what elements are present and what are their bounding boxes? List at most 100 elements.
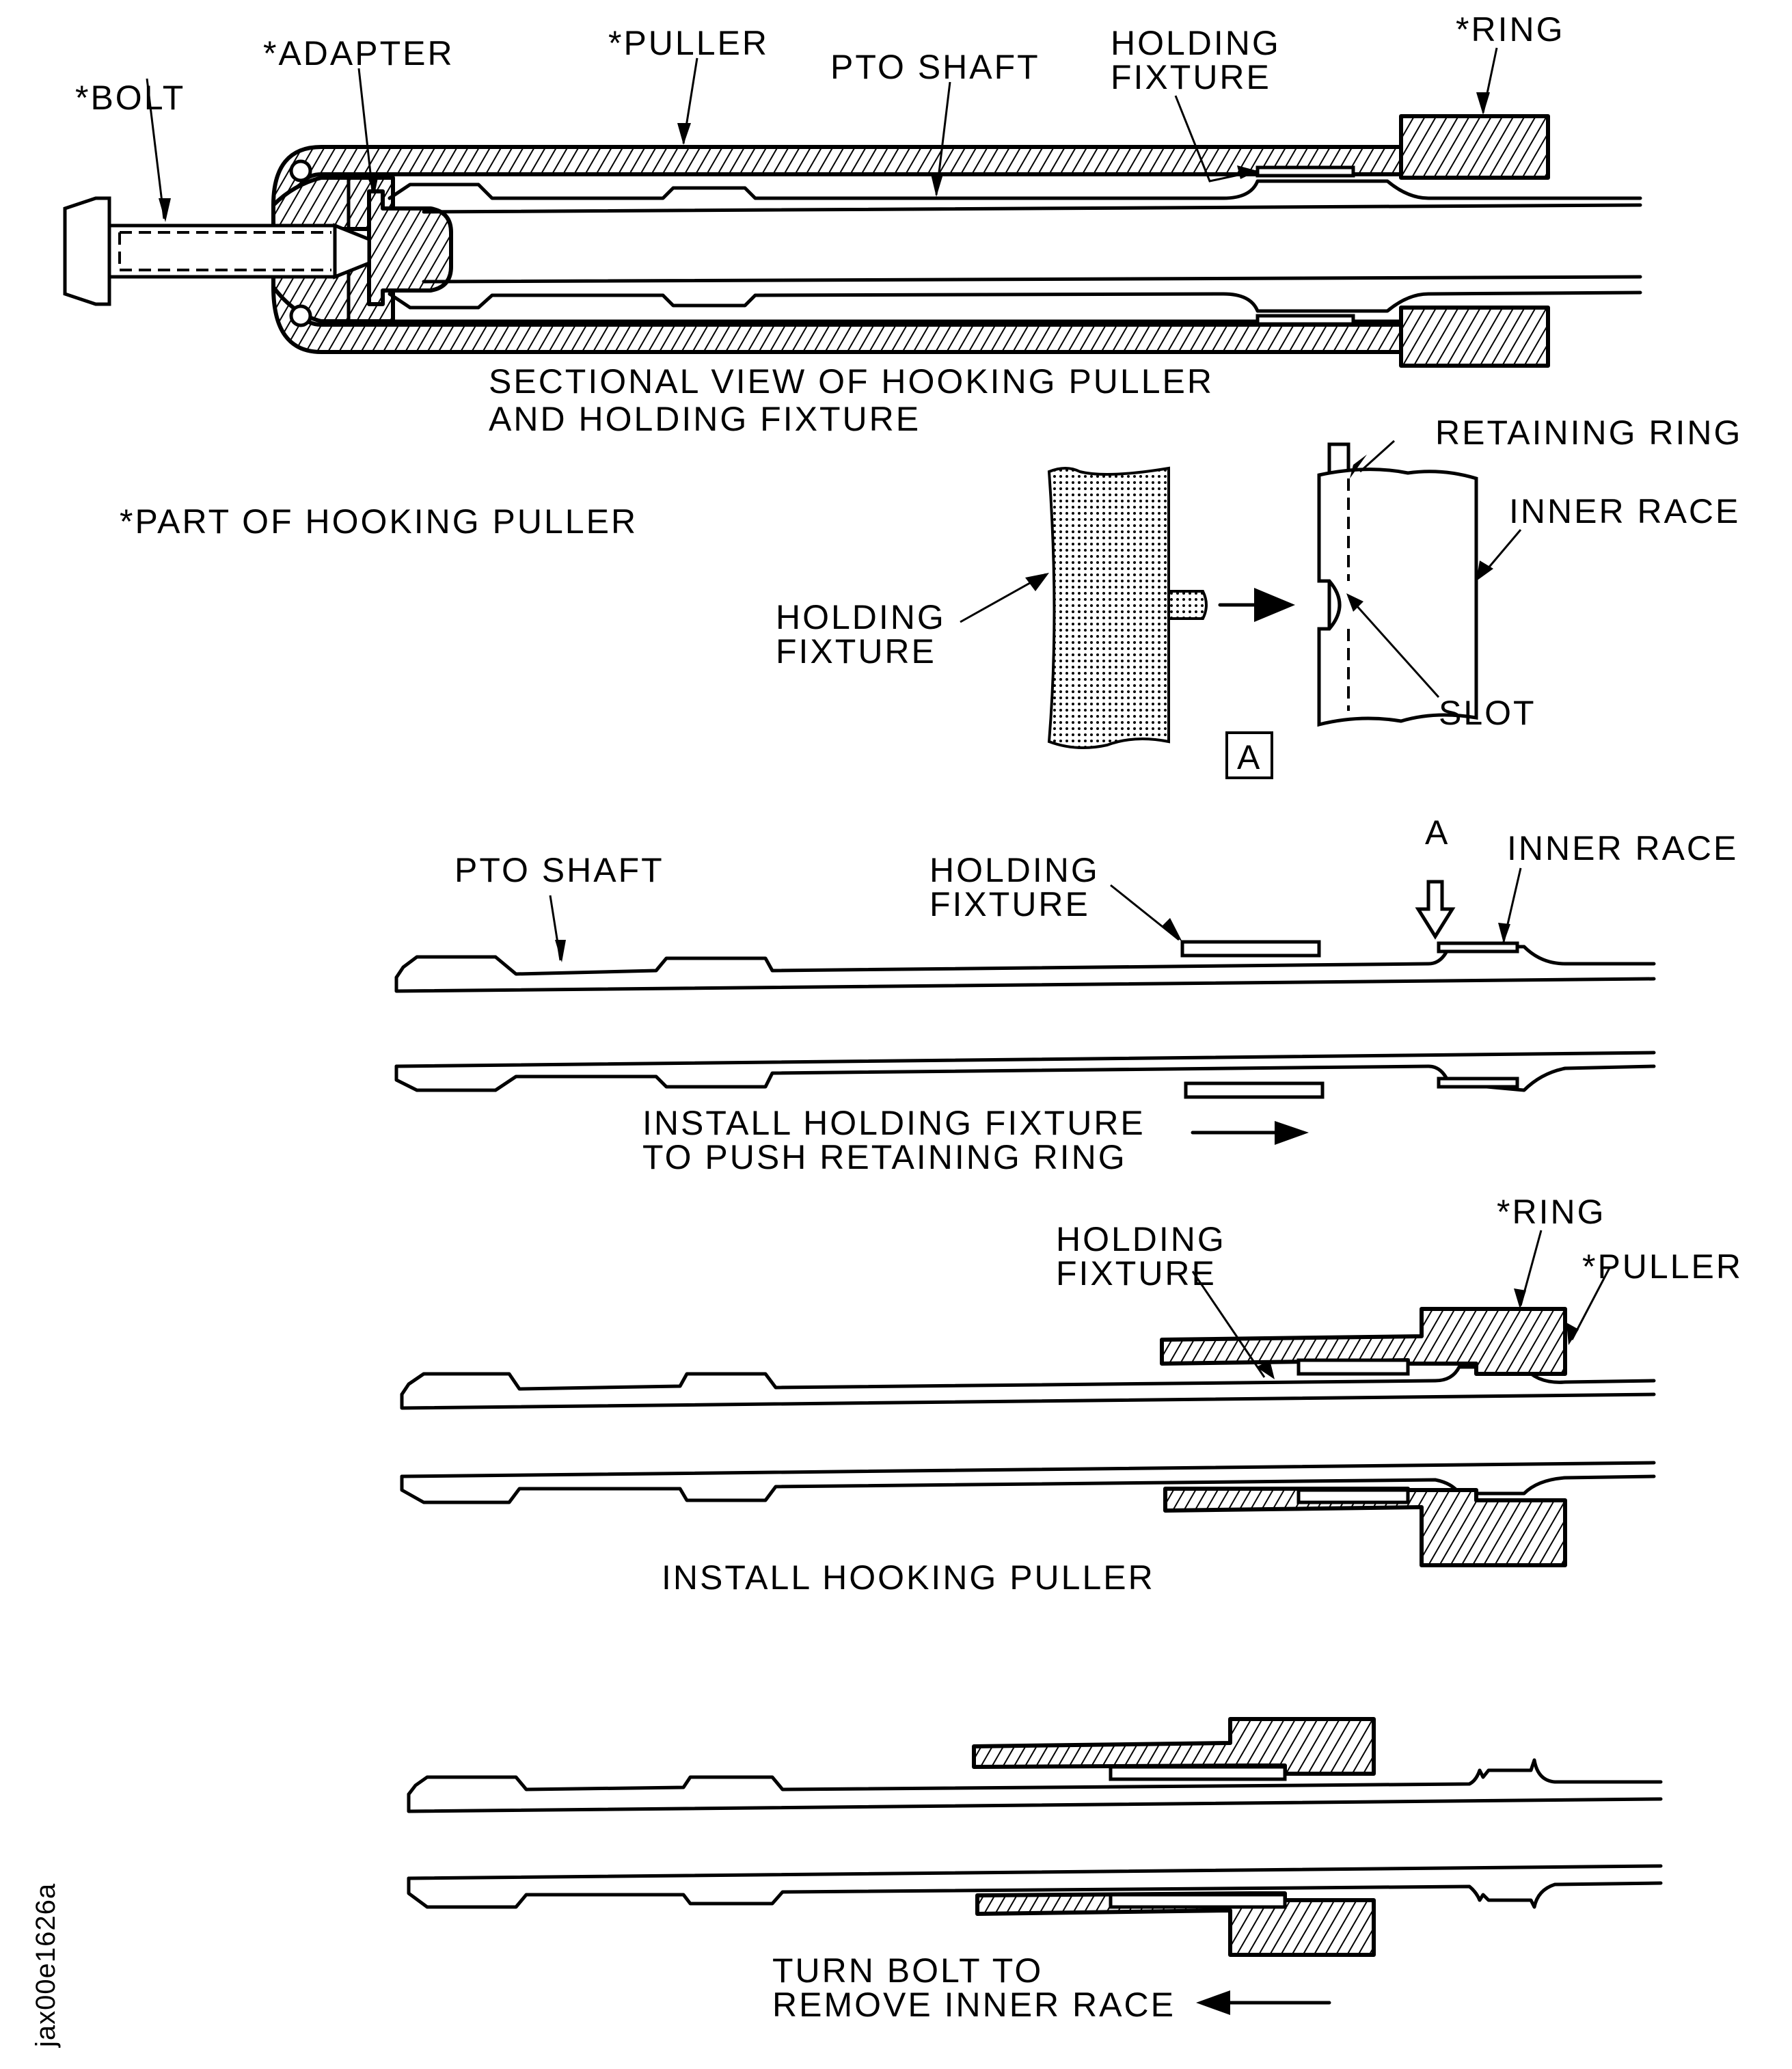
- pin-hole-bottom: [289, 304, 312, 327]
- arrow-ring: [1476, 92, 1490, 115]
- leader-bolt: [146, 78, 165, 219]
- arrow-pto-shaft: [931, 174, 943, 197]
- holding-fixture-section-bottom: [1255, 314, 1355, 326]
- leader-holding-fixture-2: [1191, 1271, 1266, 1378]
- arrow-retaining-ring: [1350, 455, 1367, 478]
- step-remove-inner-race: TURN BOLT TO REMOVE INNER RACE: [407, 1717, 1663, 2024]
- shaft2-top-bore: [400, 1392, 1656, 1410]
- step1-caption-1: INSTALL HOLDING FIXTURE: [642, 1104, 1145, 1142]
- holding-fixture-1-bottom: [1184, 1081, 1325, 1099]
- leader-holding-fixture-1: [1110, 884, 1180, 941]
- arrow-puller-2: [1566, 1323, 1579, 1345]
- leader-retaining-ring: [1359, 440, 1396, 473]
- arrow-pto-shaft-1: [555, 940, 566, 962]
- detail-a: RETAINING RING INNER RACE HOLDING FIXTUR…: [776, 414, 1742, 779]
- ring-bottom: [1399, 306, 1550, 368]
- sectional-view: *BOLT *ADAPTER *PULLER PTO SHAFT HOLDING…: [63, 10, 1642, 438]
- label-holding-fixture-1a: HOLDING: [929, 851, 1100, 889]
- leader-slot: [1348, 597, 1440, 699]
- footnote: *PART OF HOOKING PULLER: [120, 502, 638, 541]
- label-inner-race-detail: INNER RACE: [1509, 492, 1740, 530]
- callout-box-a: [1225, 731, 1273, 779]
- ring-top: [1399, 114, 1550, 180]
- label-adapter: *ADAPTER: [263, 34, 454, 72]
- label-ring-2: *RING: [1497, 1193, 1605, 1231]
- arrow-ring-2: [1514, 1288, 1526, 1309]
- label-holding-fixture-1: HOLDING: [1111, 24, 1281, 62]
- shaft3-bottom-profile: [407, 1876, 1663, 1909]
- label-holding-fixture-2: FIXTURE: [1111, 58, 1271, 96]
- arrow-adapter: [366, 174, 379, 195]
- arrow-inner-race: [1476, 560, 1493, 581]
- inner-race-1-top: [1437, 941, 1519, 954]
- label-pto-shaft-1: PTO SHAFT: [454, 851, 664, 889]
- label-holding-fixture-detail-1: HOLDING: [776, 598, 946, 636]
- label-view-a: A: [1425, 813, 1450, 852]
- shaft3-top-bore: [407, 1792, 1663, 1813]
- arrow-holding-fixture-1: [1162, 918, 1182, 942]
- pto-shaft-bottom-profile: [388, 290, 1642, 313]
- label-puller: *PULLER: [608, 24, 769, 62]
- direction-arrow-left: [1196, 1990, 1230, 2015]
- label-holding-fixture-2b: FIXTURE: [1056, 1254, 1217, 1293]
- callout-a: A: [1237, 738, 1262, 776]
- label-puller-2: *PULLER: [1582, 1247, 1743, 1286]
- shaft2-top-profile: [400, 1365, 1656, 1396]
- label-slot: SLOT: [1439, 694, 1536, 732]
- step1-caption-2: TO PUSH RETAINING RING: [642, 1138, 1127, 1176]
- step3-caption-2: REMOVE INNER RACE: [772, 1986, 1176, 2024]
- arrow-puller: [677, 123, 691, 145]
- inner-race-3-top: [1109, 1765, 1287, 1781]
- step3-caption-1: TURN BOLT TO: [772, 1951, 1043, 1990]
- adapter: [367, 189, 453, 306]
- bolt-shank: [107, 224, 337, 279]
- holding-fixture-pin: [1167, 590, 1208, 620]
- view-a-arrow: [1415, 880, 1456, 940]
- label-ring: *RING: [1456, 10, 1564, 49]
- arrow-push-detail: [1254, 588, 1295, 622]
- arrow-bolt: [159, 198, 171, 222]
- figure-id: jax00e1626a: [31, 1883, 61, 2048]
- leader-adapter: [357, 68, 374, 192]
- label-retaining-ring: RETAINING RING: [1435, 414, 1742, 452]
- pto-shaft-bottom-bore: [422, 275, 1642, 284]
- bolt-head: [63, 196, 111, 306]
- arrow-holding-fixture-2: [1256, 1360, 1275, 1379]
- shaft1-top-profile: [394, 945, 1656, 979]
- holding-fixture-1-top: [1180, 940, 1321, 958]
- puller-inner-wall: [347, 172, 1410, 323]
- shaft1-top-bore: [394, 975, 1656, 993]
- pin-hole-top: [289, 159, 312, 182]
- label-pto-shaft: PTO SHAFT: [830, 48, 1040, 86]
- holding-fixture-2-top: [1297, 1358, 1410, 1376]
- step-install-hooking-puller: HOLDING FIXTURE *RING *PULLER INSTALL HO…: [400, 1193, 1743, 1597]
- inner-race-3-bottom: [1109, 1893, 1287, 1909]
- label-holding-fixture-detail-2: FIXTURE: [776, 632, 936, 671]
- arrow-inner-race-1: [1498, 923, 1510, 943]
- pto-shaft-top-bore: [422, 203, 1642, 214]
- label-bolt: *BOLT: [75, 79, 185, 117]
- arrow-holding-fixture: [1237, 165, 1258, 179]
- shaft2-bottom-bore: [400, 1461, 1656, 1478]
- shaft3-top-profile: [407, 1758, 1663, 1796]
- inner-race-detail: [1317, 468, 1478, 727]
- step-install-holding-fixture: PTO SHAFT HOLDING FIXTURE A INNER RACE I…: [394, 813, 1736, 1176]
- label-holding-fixture-2a: HOLDING: [1056, 1220, 1226, 1258]
- bolt-tip: [333, 223, 371, 280]
- shaft3-bottom-bore: [407, 1864, 1663, 1880]
- holding-fixture-2-bottom: [1297, 1488, 1410, 1504]
- section-caption-2: AND HOLDING FIXTURE: [489, 400, 921, 438]
- leader-puller-2: [1571, 1267, 1611, 1340]
- step2-caption: INSTALL HOOKING PULLER: [662, 1558, 1155, 1597]
- arrow-slot: [1346, 593, 1363, 612]
- pto-shaft-top-profile: [388, 179, 1642, 200]
- label-holding-fixture-1b: FIXTURE: [929, 885, 1090, 923]
- shaft1-bottom-bore: [394, 1051, 1656, 1068]
- holding-fixture-detail: [1047, 466, 1170, 749]
- arrow-holding-fixture-detail: [1025, 573, 1049, 591]
- direction-arrow-right: [1275, 1121, 1309, 1145]
- inner-race-1-bottom: [1437, 1077, 1519, 1089]
- section-caption-1: SECTIONAL VIEW OF HOOKING PULLER: [489, 362, 1214, 401]
